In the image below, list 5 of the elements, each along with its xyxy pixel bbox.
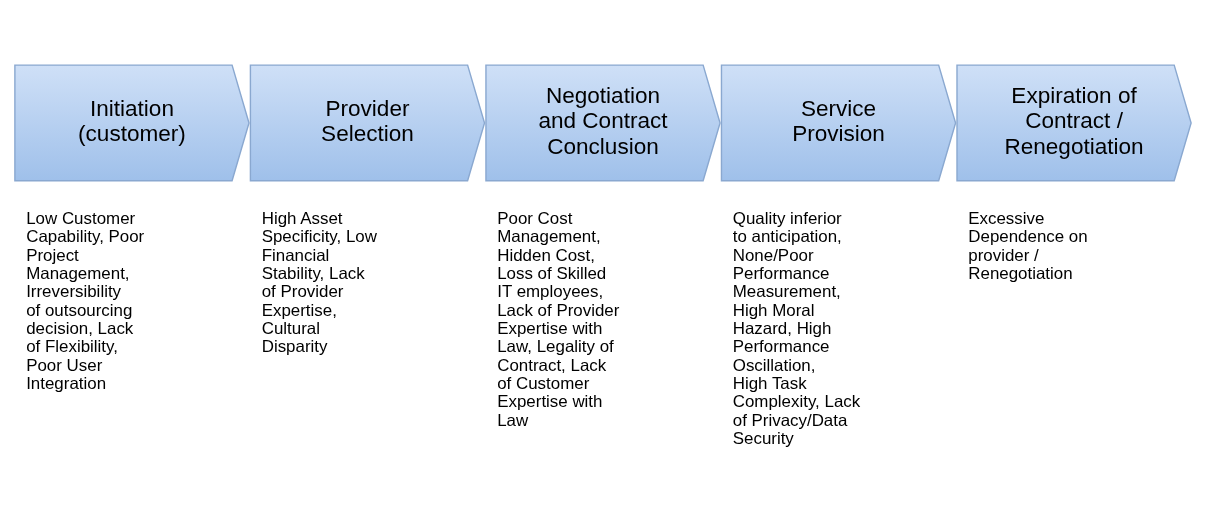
node-label: High Asset Specificity, Low Financial Stability, Lack of Provider Expertise, Cultural Disparity — [261, 208, 377, 356]
node-label: Poor Cost Management, Hidden Cost, Loss of Skilled IT employees, Lack of Provider Expertise with Law, Legality of Contract, Lack of Customer Expertise with Law — [497, 208, 620, 430]
node-label: Excessive Dependence on provider / Renegotiation — [968, 208, 1088, 283]
node-label: Low Customer Capability, Poor Project Management, Irreversibility of outsourcing decision, Lack of Flexibility, Poor User Integration — [26, 208, 145, 393]
node-label: Quality inferior to anticipation, None/Poor Performance Measurement, High Moral Hazard, High Performance Oscillation, High Task Complexity, Lack of Privacy/Data Security — [732, 208, 861, 448]
